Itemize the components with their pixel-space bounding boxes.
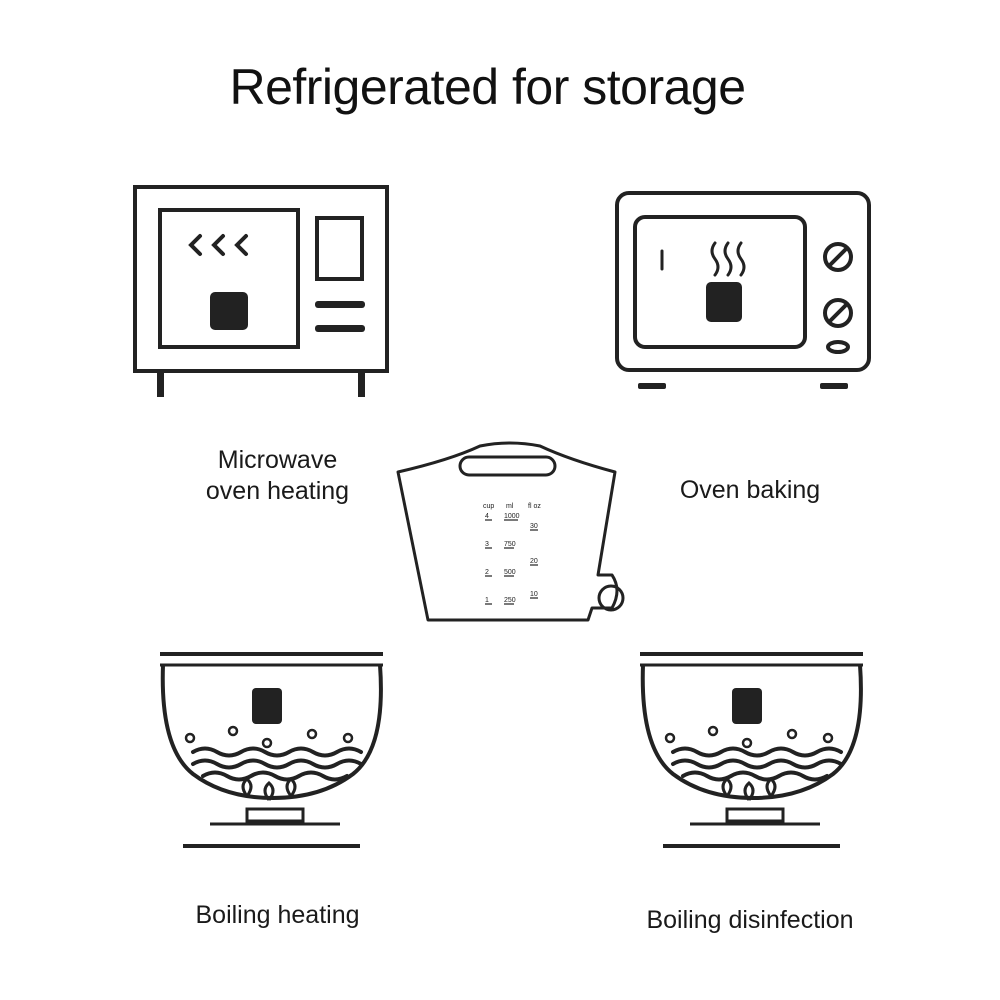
bag-floz-mark: 10 [530,591,538,598]
bag-ml-mark: 500 [504,569,516,576]
bag-floz-header: fl oz [528,503,541,510]
oven-icon [615,191,871,389]
microwave-icon [133,185,389,397]
bag-cup-mark: 2 [485,569,489,576]
microwave-caption-line1: Microwave [217,446,338,474]
bag-ml-mark: 1000 [504,513,520,520]
bag-floz-mark: 20 [530,558,538,565]
page-title: Refrigerated for storage [229,59,746,115]
bag-cup-header: cup [483,503,494,510]
disinfection-pot-icon [640,652,863,848]
microwave-caption-line2: oven heating [205,477,350,505]
boiling-caption: Boiling heating [195,901,360,929]
boiling-pot-icon [160,652,383,848]
bag-ml-mark: 750 [504,541,516,548]
oven-caption: Oven baking [679,476,821,504]
bag-ml-mark: 250 [504,597,516,604]
bag-ml-header: ml [506,503,514,510]
bag-floz-mark: 30 [530,523,538,530]
bag-cup-mark: 3 [485,541,489,548]
bag-cup-mark: 1 [485,597,489,604]
bag-cup-mark: 4 [485,513,489,520]
disinfection-caption: Boiling disinfection [646,906,854,934]
storage-bag-icon: cup ml fl oz 4 3 2 1 1000 750 500 250 30… [396,441,625,622]
microwave-caption: Microwave oven heating [190,445,365,507]
